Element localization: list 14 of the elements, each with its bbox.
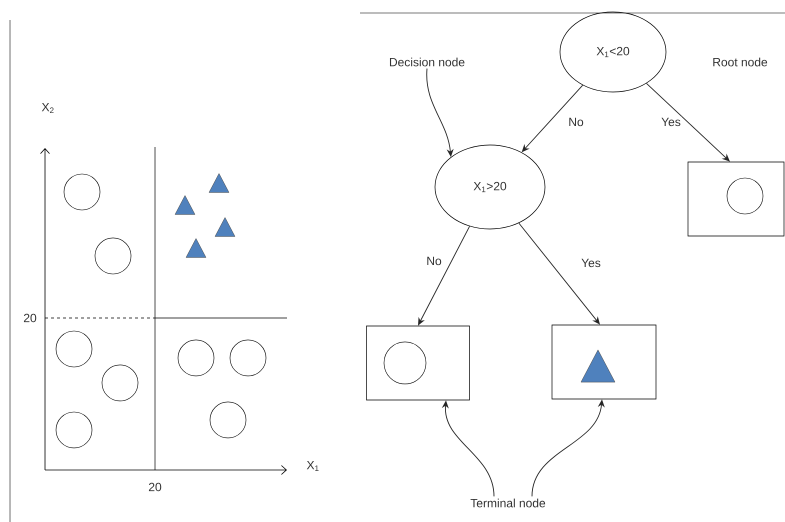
- callout-text: Root node: [713, 58, 768, 66]
- edge-label: No: [425, 256, 443, 266]
- edge-label: Yes: [580, 258, 602, 268]
- tick-label: 20: [148, 482, 162, 492]
- axis-label: X$_{2}$: [42, 102, 54, 114]
- terminal-box: [366, 326, 470, 400]
- tick-label: 20: [24, 314, 36, 322]
- callout-text: Decision node: [390, 58, 464, 66]
- edge-label: Yes: [660, 116, 682, 128]
- axis-label: X$_{1}$: [306, 460, 319, 471]
- edge-label: No: [567, 116, 585, 128]
- terminal-box: [552, 324, 656, 400]
- callout-text: Terminal node: [470, 498, 546, 508]
- terminal-box: [688, 162, 784, 236]
